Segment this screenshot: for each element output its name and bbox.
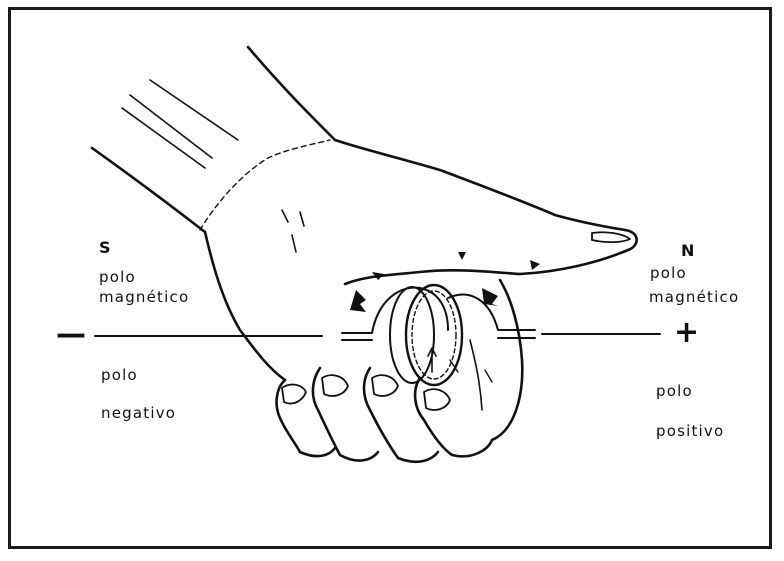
- left-pole-label-line1: polo: [99, 270, 136, 285]
- left-polarity-label-line1: polo: [101, 368, 138, 383]
- negative-sign: —: [56, 320, 86, 350]
- fingers: [277, 368, 492, 462]
- right-pole-label-line2: magnético: [649, 290, 739, 305]
- south-pole-letter: S: [99, 240, 112, 256]
- right-polarity-label-line2: positivo: [656, 424, 724, 439]
- right-pole-label-line1: polo: [650, 266, 687, 281]
- hand-icon: [92, 47, 637, 462]
- left-polarity-label-line2: negativo: [101, 406, 176, 421]
- wire-loops: [342, 285, 535, 385]
- north-pole-letter: N: [681, 243, 696, 259]
- positive-sign: +: [674, 318, 699, 348]
- conductor-line: [95, 334, 660, 336]
- left-pole-label-line2: magnético: [99, 290, 189, 305]
- right-polarity-label-line1: polo: [656, 384, 693, 399]
